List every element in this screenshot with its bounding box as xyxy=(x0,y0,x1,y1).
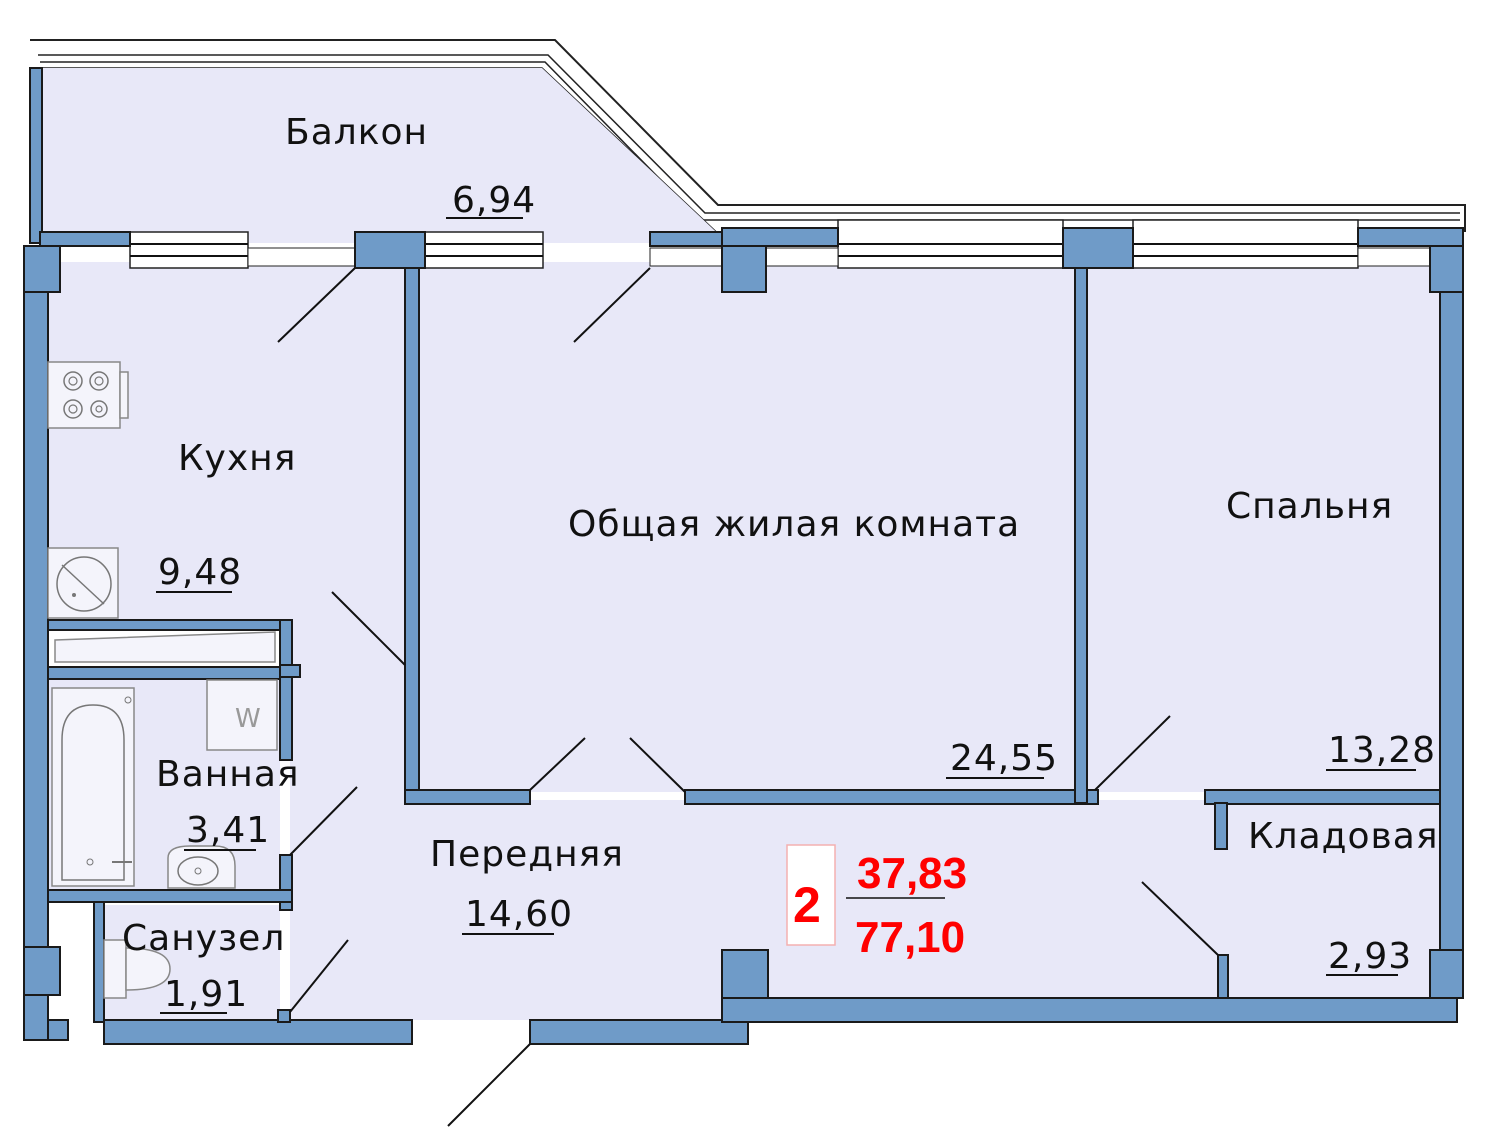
washing-machine: W xyxy=(206,679,278,751)
room-labels: Балкон 6,94 Кухня 9,48 Общая жилая комна… xyxy=(122,112,1438,1015)
kitchen-name: Кухня xyxy=(178,438,296,479)
apartment-summary: 2 37,83 77,10 xyxy=(786,844,967,962)
walls xyxy=(23,67,1464,1045)
living-area-total: 37,83 xyxy=(857,849,967,898)
hall-area: 14,60 xyxy=(465,894,573,935)
bathroom-sink xyxy=(167,845,236,889)
rooms-count: 2 xyxy=(793,877,821,933)
toilet xyxy=(103,939,171,999)
hall-name: Передняя xyxy=(430,834,624,875)
toilet-area: 1,91 xyxy=(164,974,248,1015)
kitchen-window xyxy=(129,231,249,269)
storage-name: Кладовая xyxy=(1248,816,1438,857)
bedroom-area: 13,28 xyxy=(1328,730,1436,771)
toilet-name: Санузел xyxy=(122,918,285,959)
rooms-count-box xyxy=(786,844,836,946)
living-floor xyxy=(418,262,1078,792)
balcony-door-window xyxy=(424,231,544,269)
counter xyxy=(54,631,276,663)
bathroom-area: 3,41 xyxy=(186,810,270,851)
balcony-name: Балкон xyxy=(285,112,428,153)
washer-label: W xyxy=(235,704,261,734)
kitchen-sink xyxy=(47,547,119,619)
living-name: Общая жилая комната xyxy=(568,504,1020,545)
hall-floor xyxy=(290,622,1440,1020)
bathroom-name: Ванная xyxy=(156,754,300,795)
storage-floor xyxy=(1228,803,1440,998)
storage-area: 2,93 xyxy=(1328,936,1412,977)
stove xyxy=(47,361,129,429)
door-swings xyxy=(277,267,1219,1127)
kitchen-area: 9,48 xyxy=(158,552,242,593)
floor-areas xyxy=(40,68,1440,1020)
balcony-area: 6,94 xyxy=(452,180,536,221)
living-area: 24,55 xyxy=(950,738,1058,779)
balcony-floor xyxy=(40,68,728,243)
windows xyxy=(129,219,1431,269)
total-area: 77,10 xyxy=(855,913,965,962)
bedroom-floor xyxy=(1085,262,1440,792)
bathtub xyxy=(51,687,135,887)
bedroom-name: Спальня xyxy=(1226,486,1393,527)
